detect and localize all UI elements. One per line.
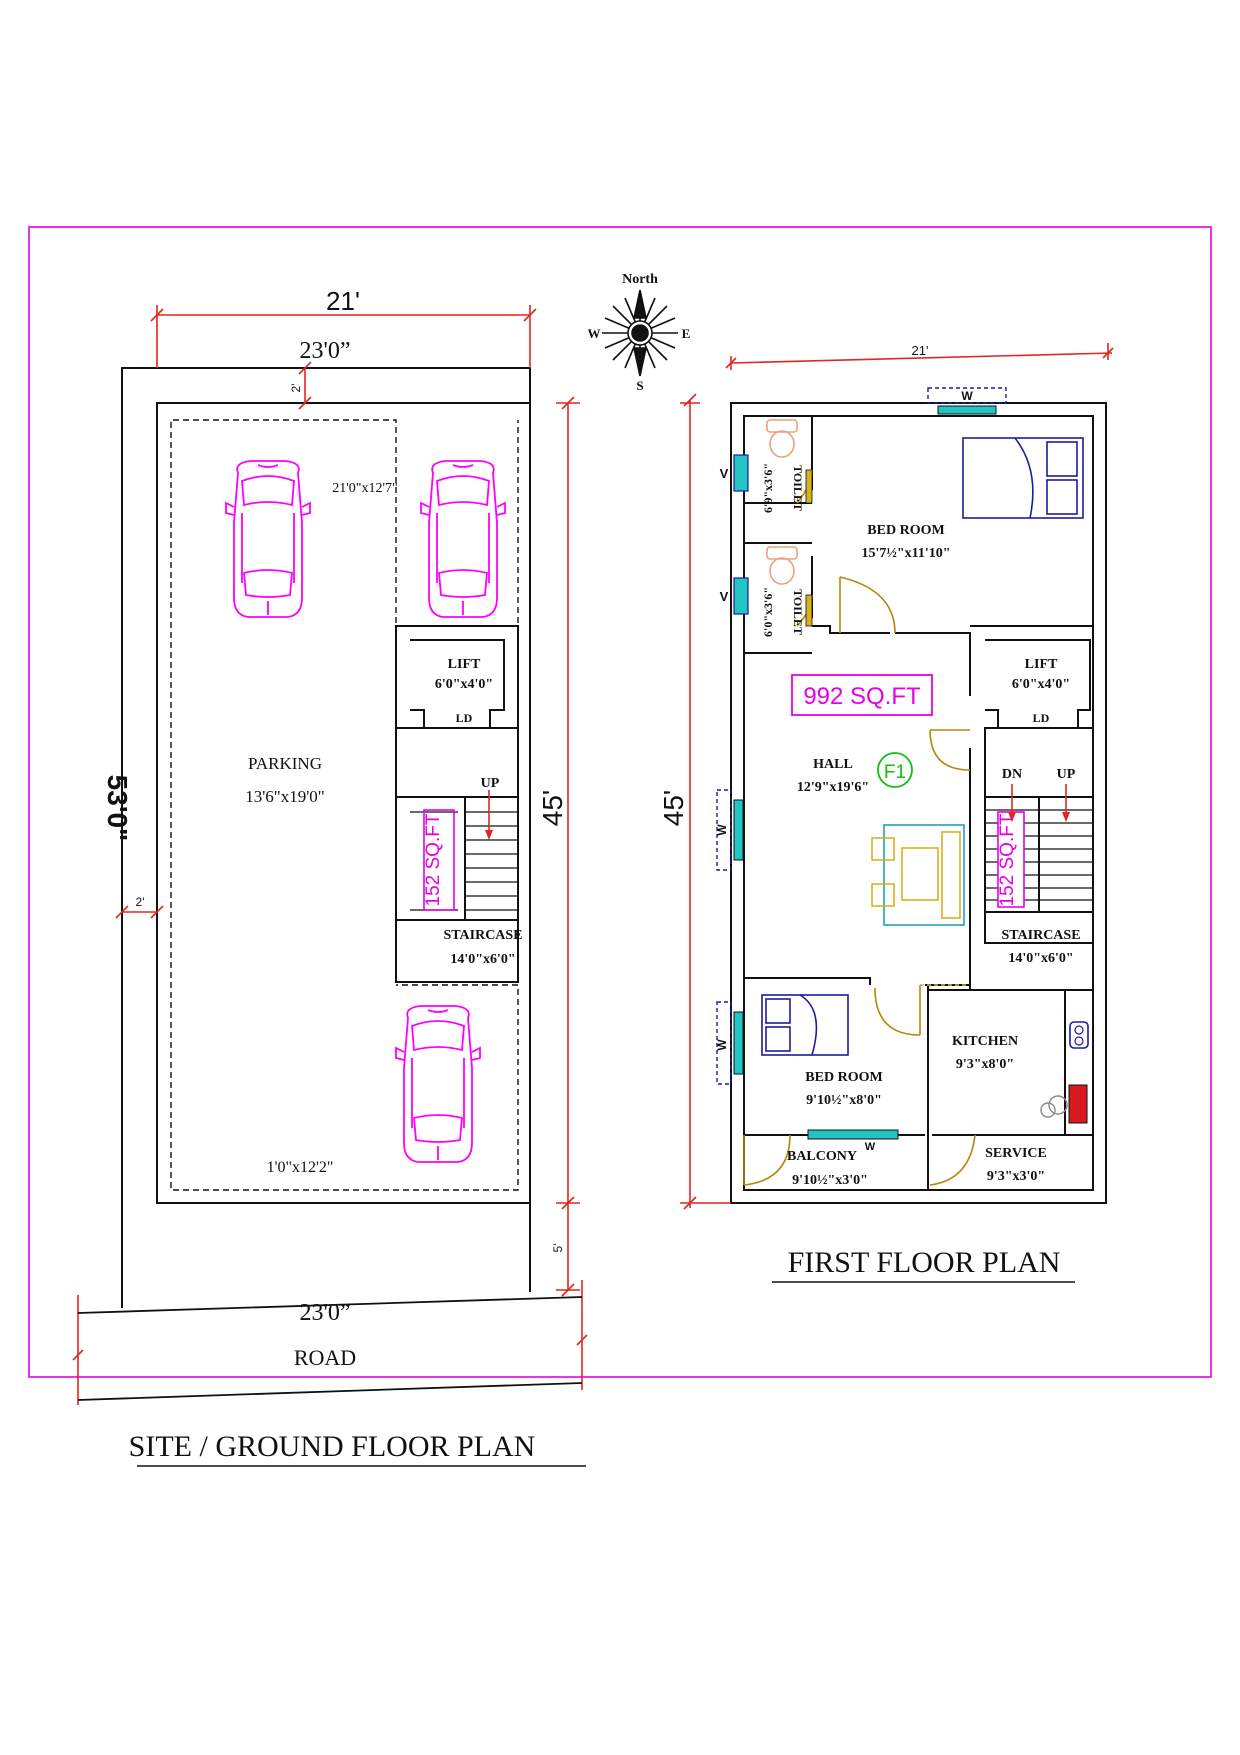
dim-setback-bottom: 5'	[551, 1244, 565, 1253]
ld-label: LD	[1033, 711, 1050, 725]
bedroom2-size: 9'10½"x8'0"	[806, 1093, 882, 1108]
ground-floor-plan: 21' 23'0” 2' 2' 53'0" 45' 5' 23'0” ROAD …	[72, 286, 588, 1467]
parking-dashed-boundary	[170, 419, 519, 1191]
stair-area-label: 152 SQ.FT	[423, 813, 444, 906]
sofa-set-icon	[871, 824, 965, 926]
up-label: UP	[481, 776, 500, 791]
first-depth-dim: 45'	[658, 790, 689, 827]
parking-label: PARKING	[248, 754, 322, 773]
kitchen-label: KITCHEN	[952, 1034, 1018, 1049]
area-box	[791, 674, 933, 716]
bedroom2-label: BED ROOM	[805, 1070, 882, 1085]
lift-box	[985, 639, 1091, 729]
dn-label: DN	[1002, 767, 1022, 782]
vent-mark: V	[720, 466, 729, 481]
service-size: 9'3"x3'0"	[987, 1169, 1045, 1184]
total-area: 992 SQ.FT	[803, 683, 921, 710]
parking-size-bottom: 1'0"x12'2"	[267, 1159, 334, 1176]
staircase-size: 14'0"x6'0"	[1008, 951, 1073, 966]
car-icon	[395, 1005, 481, 1163]
stair-area-label: 152 SQ.FT	[997, 813, 1018, 906]
bed-icon	[761, 994, 849, 1056]
parking-size: 13'6"x19'0"	[245, 787, 325, 806]
kitchen-size: 9'3"x8'0"	[956, 1057, 1014, 1072]
compass-south: S	[636, 378, 643, 393]
dim-depth-53: 53'0"	[102, 775, 133, 842]
balcony-label: BALCONY	[787, 1149, 857, 1164]
toilet1-size: 6'9"x3'6"	[761, 463, 775, 513]
toilet2-size: 6'0"x3'6"	[761, 587, 775, 637]
compass-west: W	[588, 326, 601, 341]
road-label: ROAD	[294, 1345, 356, 1370]
lift-box	[410, 639, 505, 729]
dim-road-width: 23'0”	[300, 1300, 351, 1326]
window-mark: W	[715, 1039, 729, 1051]
parking-size-top: 21'0"x12'7"	[332, 481, 397, 496]
compass-rose: North S E W	[588, 272, 691, 393]
lift-size: 6'0"x4'0"	[1012, 677, 1070, 692]
dim-width-23: 23'0”	[300, 338, 351, 364]
hall-size: 12'9"x19'6"	[797, 780, 869, 795]
staircase-size: 14'0"x6'0"	[450, 952, 515, 967]
ground-plan-title: SITE / GROUND FLOOR PLAN	[129, 1430, 536, 1463]
stair-area-box	[423, 809, 455, 911]
lift-label: LIFT	[1025, 657, 1058, 672]
balcony-size: 9'10½"x3'0"	[792, 1173, 868, 1188]
first-floor-outline	[730, 402, 1107, 1204]
ld-label: LD	[456, 711, 473, 725]
first-width-dim: 21'	[912, 343, 929, 358]
floor-tag: F1	[884, 762, 906, 783]
dim-setback-top: 2'	[289, 384, 303, 393]
bed-icon	[962, 437, 1084, 519]
car-icon	[420, 460, 506, 618]
up-label: UP	[1057, 767, 1076, 782]
vent-mark: V	[720, 589, 729, 604]
dim-depth-45: 45'	[537, 790, 568, 827]
sheet-border	[28, 226, 1212, 1378]
window-mark: W	[715, 824, 729, 836]
first-floor-plan: W V V 6'9"x3'6" TOILET 6'0"x3'6" TOILET	[658, 343, 1114, 1283]
compass-east: E	[682, 326, 691, 341]
lift-size: 6'0"x4'0"	[435, 677, 493, 692]
bedroom1-size: 15'7½"x11'10"	[861, 546, 950, 561]
toilet2-label: TOILET	[791, 589, 805, 635]
top-window-mark: W	[961, 389, 973, 403]
lift-label: LIFT	[448, 657, 481, 672]
building-outline	[156, 402, 531, 1204]
staircase-label: STAIRCASE	[443, 928, 522, 943]
staircase-label: STAIRCASE	[1001, 928, 1080, 943]
toilet1-label: TOILET	[791, 465, 805, 511]
service-label: SERVICE	[985, 1146, 1047, 1161]
bedroom1-label: BED ROOM	[867, 523, 944, 538]
first-plan-title: FIRST FLOOR PLAN	[788, 1246, 1061, 1279]
compass-north: North	[622, 272, 658, 287]
dim-setback-left: 2'	[136, 895, 145, 909]
stair-block	[395, 625, 519, 983]
window-mark: W	[865, 1141, 876, 1153]
dim-width-21: 21'	[326, 286, 360, 316]
hall-label: HALL	[813, 757, 853, 772]
car-icon	[225, 460, 311, 618]
